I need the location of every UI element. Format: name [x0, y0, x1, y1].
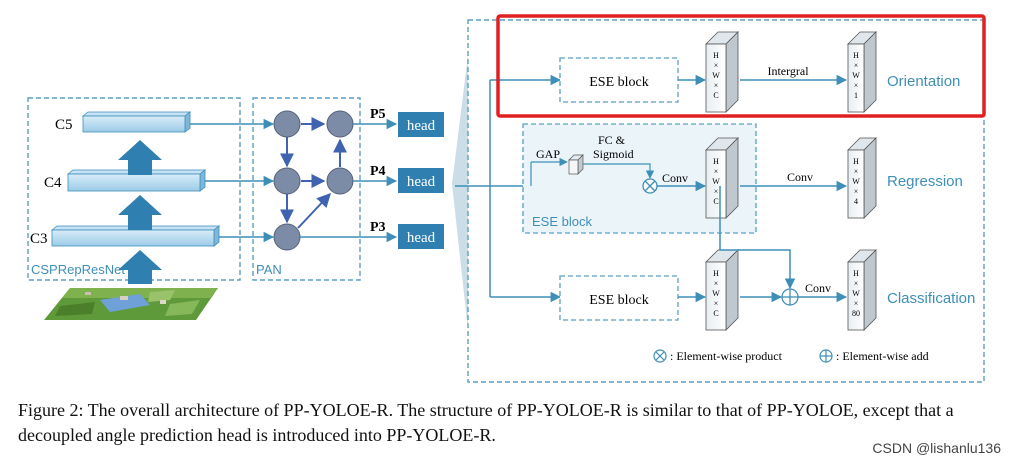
backbone-section: CSPRepResNet C5 C4 C3 [27, 97, 275, 320]
pan-section: PAN P5 P4 P3 [252, 97, 398, 281]
orientation-label: Orientation [887, 73, 960, 90]
regression-input-feature-map: H×W×C [705, 137, 739, 219]
element-wise-product-symbol [642, 178, 658, 194]
svg-text:ESE block: ESE block [589, 293, 649, 308]
orientation-highlight-box [496, 14, 986, 118]
pan-node [273, 167, 301, 195]
backbone-level-c3: C3 [30, 225, 221, 247]
integral-label: Intergral [767, 64, 809, 78]
input-aerial-image [44, 288, 218, 320]
regression-conv-label: Conv [787, 170, 813, 184]
c3-label: C3 [30, 231, 48, 247]
detail-dashed-box [467, 19, 985, 383]
head-box-p4 [398, 168, 444, 193]
svg-text:head: head [407, 118, 436, 134]
regression-branch: ESE block GAP FC & Sigmoid Conv [522, 123, 963, 234]
orientation-output-feature-map: H×W×1 [847, 31, 877, 113]
sigmoid-label: Sigmoid [593, 147, 634, 161]
backbone-label: CSPRepResNet [31, 262, 125, 277]
legend-add-text: : Element-wise add [836, 349, 929, 363]
classification-label: Classification [887, 290, 975, 307]
classification-ese-block [559, 275, 679, 321]
regression-inner-conv-label: Conv [662, 171, 688, 185]
svg-text:H×W×C: H×W×C [712, 269, 720, 318]
pan-node [273, 223, 301, 251]
figure-caption: Figure 2: The overall architecture of PP… [18, 400, 954, 445]
svg-text:H×W×80: H×W×80 [852, 269, 860, 318]
classification-output-feature-map: H×W×80 [847, 249, 877, 331]
head-boxes: head head head [398, 112, 444, 249]
pan-node [326, 167, 354, 195]
classification-input-feature-map: H×W×C [705, 249, 739, 331]
element-wise-add-symbol [781, 288, 799, 306]
regression-output-feature-map: H×W×4 [847, 137, 877, 219]
svg-text:H×W×1: H×W×1 [852, 51, 860, 100]
head-detail-panel: ESE block H×W×C Intergral H×W×1 Orientat… [455, 14, 986, 383]
svg-text:head: head [407, 174, 436, 190]
classification-branch: ESE block H×W×C Conv H× [559, 186, 975, 331]
regression-ese-label: ESE block [532, 214, 592, 229]
legend: : Element-wise product : Element-wise ad… [653, 349, 929, 363]
legend-add-icon [819, 349, 833, 363]
legend-product-text: : Element-wise product [670, 349, 783, 363]
regression-label: Regression [887, 173, 963, 190]
gap-label: GAP [536, 147, 560, 161]
c4-label: C4 [44, 175, 62, 191]
c5-label: C5 [55, 117, 73, 133]
svg-text:ESE block: ESE block [589, 75, 649, 90]
pan-node [326, 110, 354, 138]
zoom-wedge [452, 55, 468, 330]
classification-conv-label: Conv [805, 281, 831, 295]
backbone-up-arrow-1 [118, 140, 162, 175]
orientation-input-feature-map: H×W×C [705, 31, 739, 113]
pan-label: PAN [256, 262, 282, 277]
p4-label: P4 [370, 164, 386, 179]
watermark: CSDN @lishanlu136 [872, 440, 1001, 456]
backbone-up-arrow-2 [118, 195, 162, 230]
backbone-up-arrow-3 [118, 250, 162, 284]
svg-text:head: head [407, 230, 436, 246]
svg-text:H×W×C: H×W×C [712, 51, 720, 100]
p3-label: P3 [370, 220, 386, 235]
fc-label: FC & [598, 133, 626, 147]
p5-label: P5 [370, 107, 386, 122]
head-box-p5 [398, 112, 444, 137]
backbone-level-c4: C4 [44, 169, 207, 192]
head-box-p3 [398, 224, 444, 249]
svg-text:H×W×4: H×W×4 [852, 157, 860, 206]
pan-node [273, 110, 301, 138]
architecture-diagram: CSPRepResNet C5 C4 C3 [27, 14, 986, 383]
backbone-level-c5: C5 [55, 111, 192, 133]
fc-sigmoid-vector [568, 154, 584, 175]
svg-text:H×W×C: H×W×C [712, 157, 720, 206]
legend-product-icon [653, 349, 667, 363]
orientation-branch: ESE block H×W×C Intergral H×W×1 Orientat… [559, 31, 960, 113]
